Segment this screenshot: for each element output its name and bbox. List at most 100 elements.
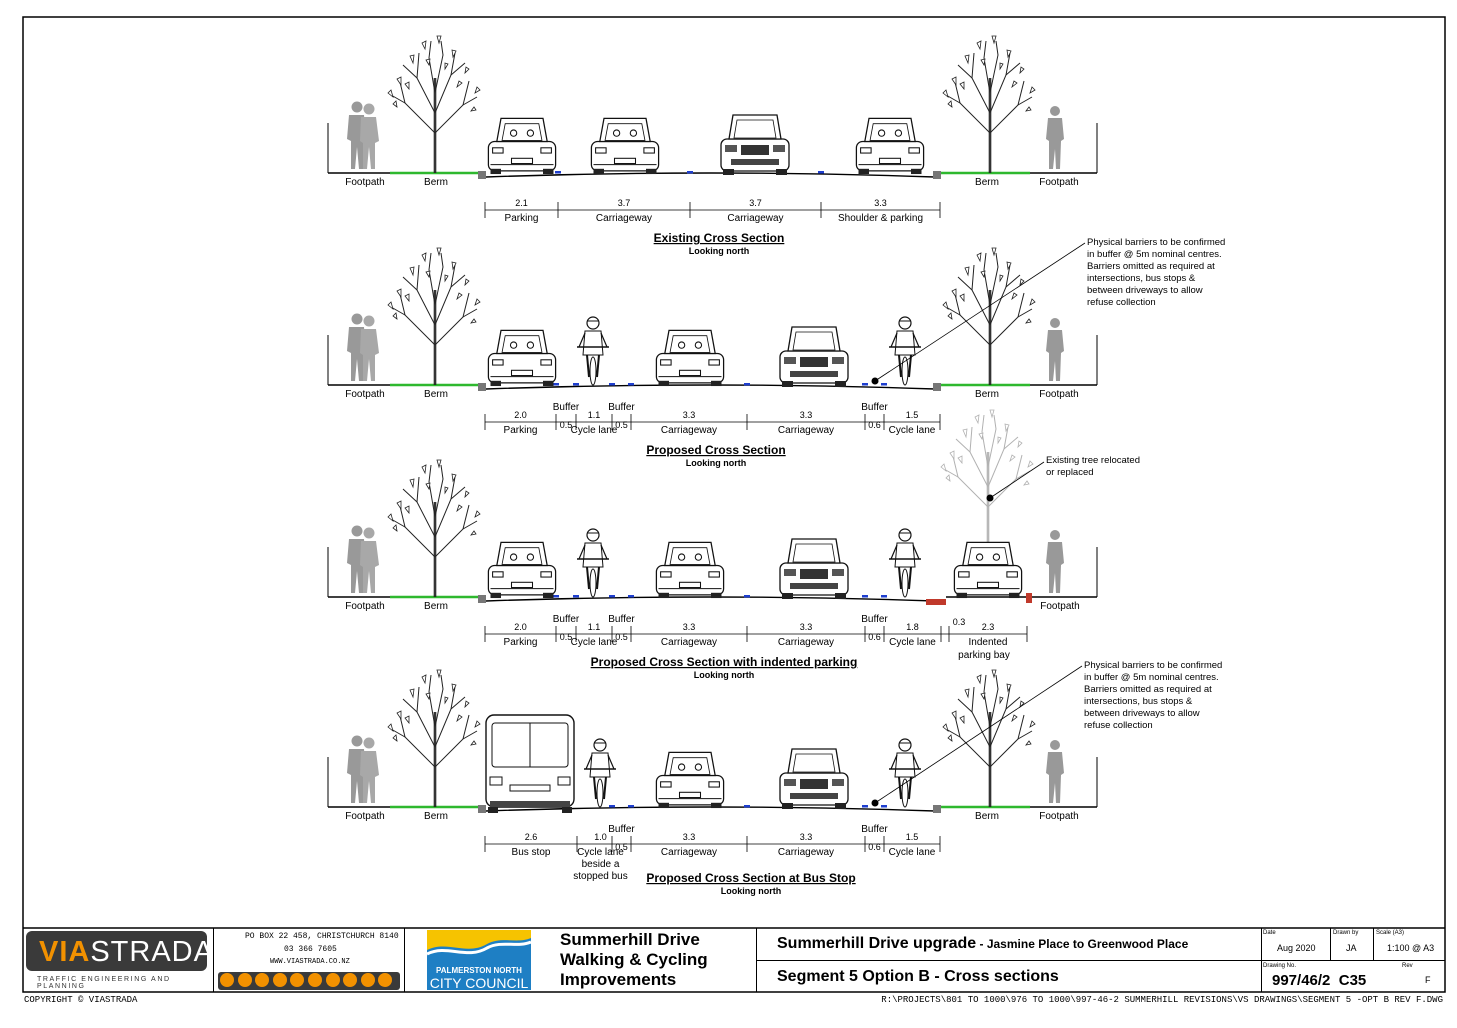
dimension-label: stopped bus <box>573 871 628 882</box>
dimension-label: Carriageway <box>778 847 834 858</box>
transport-mode-icon <box>378 973 393 987</box>
pedestrian-couple-icon <box>347 101 379 169</box>
note-leader <box>989 461 1045 499</box>
pedestrian-icon <box>1046 530 1064 593</box>
transport-mode-icon <box>237 973 252 987</box>
lane-marker <box>862 383 868 386</box>
transport-mode-icon <box>255 973 270 987</box>
dimension-label: Buffer <box>861 824 888 835</box>
note-line: Physical barriers to be confirmed <box>1084 660 1222 671</box>
pedestrian-couple-icon <box>347 525 379 593</box>
side-label: Footpath <box>345 177 384 188</box>
note-leader-dot <box>871 799 879 807</box>
lane-marker <box>609 595 615 598</box>
lane-marker <box>881 383 887 386</box>
logo-tagline: TRAFFIC ENGINEERING AND PLANNING <box>37 976 171 990</box>
pedestrian-icon <box>1046 318 1064 381</box>
logo-via: VIA <box>39 936 91 968</box>
scale-label: Scale (A3) <box>1376 930 1405 936</box>
cyclist-icon <box>888 316 922 386</box>
dimension-value: 0.5 <box>615 842 628 852</box>
parked-car-icon <box>487 329 557 387</box>
tree-icon <box>942 669 1036 808</box>
dimension-value: 2.0 <box>514 410 527 420</box>
suv-icon <box>779 748 849 810</box>
note-line: or replaced <box>1046 467 1094 478</box>
dimension-value: 3.3 <box>800 410 813 420</box>
side-label: Berm <box>424 601 448 612</box>
dimension-value: 3.3 <box>683 410 696 420</box>
lane-marker <box>881 595 887 598</box>
dimension-label: Buffer <box>861 402 888 413</box>
phone: 03 366 7605 <box>284 945 337 954</box>
side-label: Footpath <box>1040 601 1079 612</box>
dimension-value: 0.6 <box>868 420 881 430</box>
section-title: Proposed Cross Section at Bus Stop <box>646 871 855 885</box>
suv-icon <box>720 114 790 176</box>
side-label: Footpath <box>1039 811 1078 822</box>
drawing-subject: Segment 5 Option B - Cross sections <box>777 968 1059 985</box>
lane-marker <box>818 171 824 174</box>
lane-marker <box>555 171 561 174</box>
dimension-value: 3.3 <box>683 832 696 842</box>
dimension-value: 2.1 <box>515 198 528 208</box>
drawing-title-sub: - Jasmine Place to Greenwood Place <box>976 937 1189 951</box>
dimension-label: Carriageway <box>596 213 652 224</box>
logo-strada: STRADA <box>90 936 214 968</box>
dimension-label: Shoulder & parking <box>838 213 923 224</box>
dimension-label: Buffer <box>608 824 635 835</box>
dimension-value: 0.3 <box>953 617 966 627</box>
dimension-value: 2.6 <box>525 832 538 842</box>
drawing-no-value: 997/46/2 <box>1272 972 1331 989</box>
side-label: Footpath <box>345 601 384 612</box>
side-label: Berm <box>424 389 448 400</box>
pedestrian-couple-icon <box>347 313 379 381</box>
project-line3: Improvements <box>560 970 677 989</box>
dimension-label: Cycle lane <box>889 425 936 436</box>
kerb-right <box>933 383 941 391</box>
car-icon <box>655 329 725 387</box>
section-subtitle: Looking north <box>721 886 782 896</box>
contact-panel: PO BOX 22 458, CHRISTCHURCH 8140 03 366 … <box>213 928 405 992</box>
lane-marker <box>573 595 579 598</box>
transport-mode-icon <box>272 973 287 987</box>
project-line2: Walking & Cycling <box>560 950 708 969</box>
viastrada-logo: VIASTRADA TRAFFIC ENGINEERING AND PLANNI… <box>23 928 213 992</box>
drawing-title-main: Summerhill Drive upgrade <box>777 935 977 952</box>
lane-marker <box>553 595 559 598</box>
lane-marker <box>553 383 559 386</box>
lane-marker <box>628 383 634 386</box>
project-line1: Summerhill Drive <box>560 930 700 949</box>
dimension-label: Cycle lane <box>571 637 618 648</box>
title-block: VIASTRADA TRAFFIC ENGINEERING AND PLANNI… <box>23 928 1445 992</box>
dimension-value: 1.5 <box>906 410 919 420</box>
note-leader-dot <box>986 494 994 502</box>
parking-bay-kerb <box>1026 593 1032 603</box>
dimension-value: 1.5 <box>906 832 919 842</box>
dimension-value: 1.1 <box>588 410 601 420</box>
lane-marker <box>609 805 615 808</box>
kerb-left <box>478 171 486 179</box>
dimension-label: Cycle lane <box>889 637 936 648</box>
car-icon <box>655 751 725 809</box>
dimension-value: 3.3 <box>800 622 813 632</box>
section-title: Proposed Cross Section with indented par… <box>591 655 858 669</box>
dimension-label: Carriageway <box>661 637 717 648</box>
date-label: Date <box>1263 930 1276 936</box>
cyclist-icon <box>583 738 617 808</box>
dimension-value: 2.0 <box>514 622 527 632</box>
address: PO BOX 22 458, CHRISTCHURCH 8140 <box>245 932 399 941</box>
suv-icon <box>779 326 849 388</box>
dimension-label: Parking <box>504 425 538 436</box>
dimension-value: 0.5 <box>615 632 628 642</box>
side-label: Footpath <box>345 811 384 822</box>
car-icon <box>855 117 925 175</box>
file-path: R:\PROJECTS\801 TO 1000\976 TO 1000\997-… <box>881 995 1443 1005</box>
side-label: Footpath <box>345 389 384 400</box>
dimension-label: Buffer <box>608 614 635 625</box>
dimension-value: 0.5 <box>560 420 573 430</box>
